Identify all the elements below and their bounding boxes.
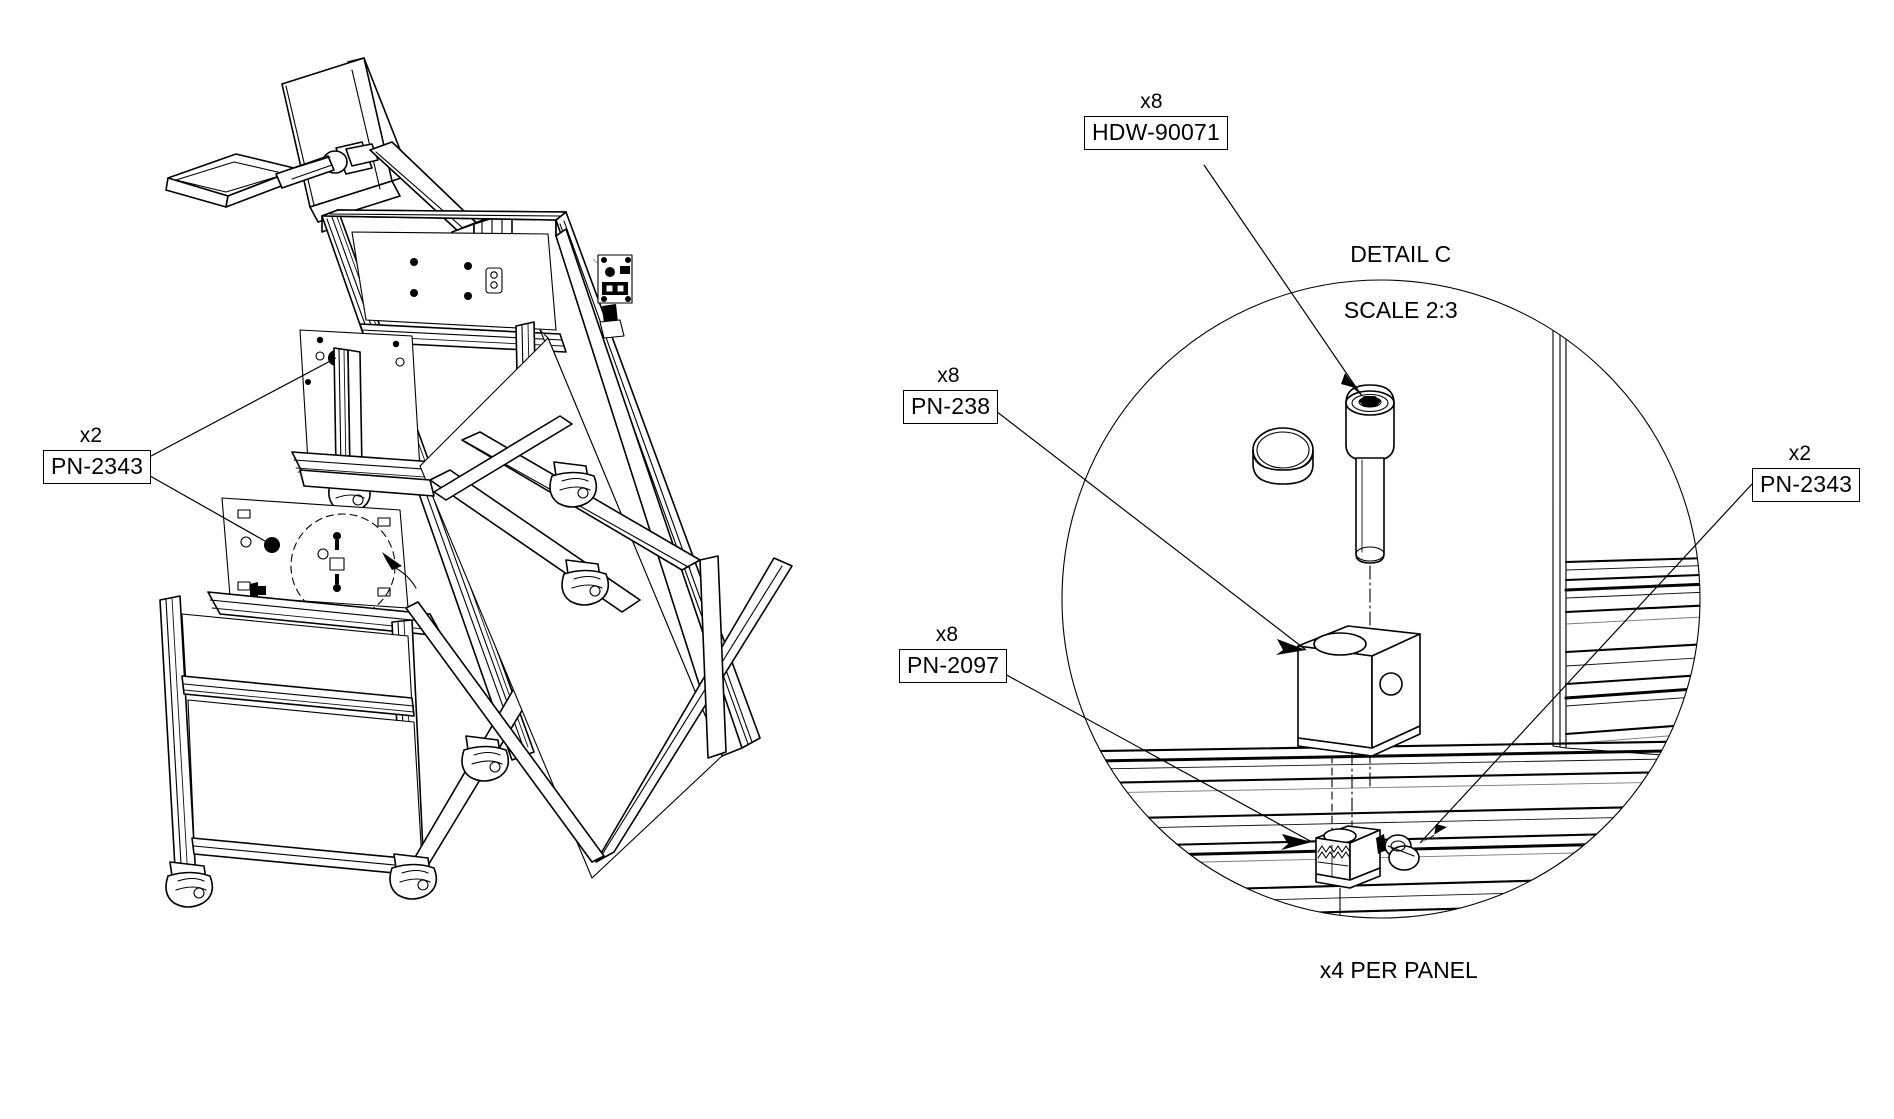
caster-rear-mid <box>549 461 598 508</box>
callout-part-number: PN-238 <box>903 390 999 424</box>
detail-note-text: x4 PER PANEL <box>1319 957 1478 983</box>
detail-circle-boundary <box>1061 279 1701 919</box>
detail-round-cap <box>1252 427 1314 485</box>
detail-c-contents <box>1062 280 1700 918</box>
detail-mounting-block <box>1297 625 1421 757</box>
callout-hdw-90071[interactable]: x8 HDW-90071 <box>1084 90 1228 150</box>
caster-far-right <box>461 735 510 782</box>
callout-qty: x2 <box>1788 442 1812 465</box>
callout-part-number: PN-2343 <box>43 450 152 484</box>
detail-extrusion-right <box>1564 554 1700 745</box>
callout-qty: x8 <box>935 623 959 646</box>
detail-panel-edge <box>1552 329 1700 763</box>
detail-small-fastener <box>1384 834 1420 871</box>
detail-scale-text: SCALE 2:3 <box>1343 297 1458 323</box>
callout-part-number: HDW-90071 <box>1084 116 1228 150</box>
callout-qty: x8 <box>1140 90 1163 113</box>
caster-front-right <box>389 853 438 900</box>
callout-qty: x8 <box>937 364 960 387</box>
detail-socket-head-cap-screw <box>1345 384 1395 564</box>
caster-front-left <box>165 861 214 908</box>
leader-pn-2343-left <box>135 357 337 546</box>
detail-leaders <box>991 164 1753 850</box>
detail-title-text: DETAIL C <box>1350 241 1452 267</box>
caster-rear-right <box>561 559 610 606</box>
callout-pn-2343-left[interactable]: x2 PN-2343 <box>43 424 152 484</box>
cart-frame <box>159 209 793 908</box>
detail-note: x4 PER PANEL <box>1276 928 1496 1012</box>
callout-part-number: PN-2097 <box>899 649 1008 683</box>
callout-qty: x2 <box>79 424 103 447</box>
detail-title: DETAIL C SCALE 2:3 <box>1283 212 1493 352</box>
detail-drop-in-t-nut <box>1315 825 1386 889</box>
callout-pn-238[interactable]: x8 PN-238 <box>903 364 999 424</box>
callout-pn-2097[interactable]: x8 PN-2097 <box>899 623 1008 683</box>
callout-pn-2343-right[interactable]: x2 PN-2343 <box>1752 442 1861 502</box>
callout-part-number: PN-2343 <box>1752 468 1861 502</box>
